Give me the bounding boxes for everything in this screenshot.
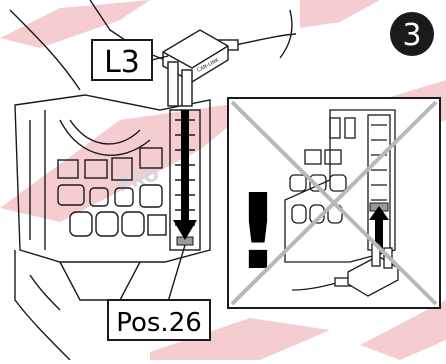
arrow-shaft: [181, 110, 189, 222]
wrong-method-inset: !: [228, 98, 440, 308]
panel-lower-bracket: [60, 262, 140, 300]
panel-lower-curve: [30, 275, 60, 310]
connector-wire: [235, 34, 296, 45]
fuse-slot: [96, 212, 118, 236]
warning-exclamation: !: [234, 171, 281, 293]
step-number: 3: [402, 18, 421, 53]
connector-prong: [168, 62, 178, 106]
label-leader-line: [167, 245, 185, 305]
watermark-swoosh-top-right: [300, 0, 380, 28]
connector-prong: [182, 70, 192, 106]
step-badge: 3: [390, 12, 434, 56]
position-label: Pos.26: [116, 308, 202, 338]
watermark-swoosh-mid: [0, 100, 260, 222]
fuse-slot: [122, 212, 144, 236]
fuse-slot: [70, 212, 92, 236]
connector-label-box: L3: [92, 40, 168, 80]
connector-top: CAN-LINK: [163, 30, 296, 106]
connector-label: L3: [104, 45, 140, 80]
fuse-slot: [148, 215, 166, 235]
